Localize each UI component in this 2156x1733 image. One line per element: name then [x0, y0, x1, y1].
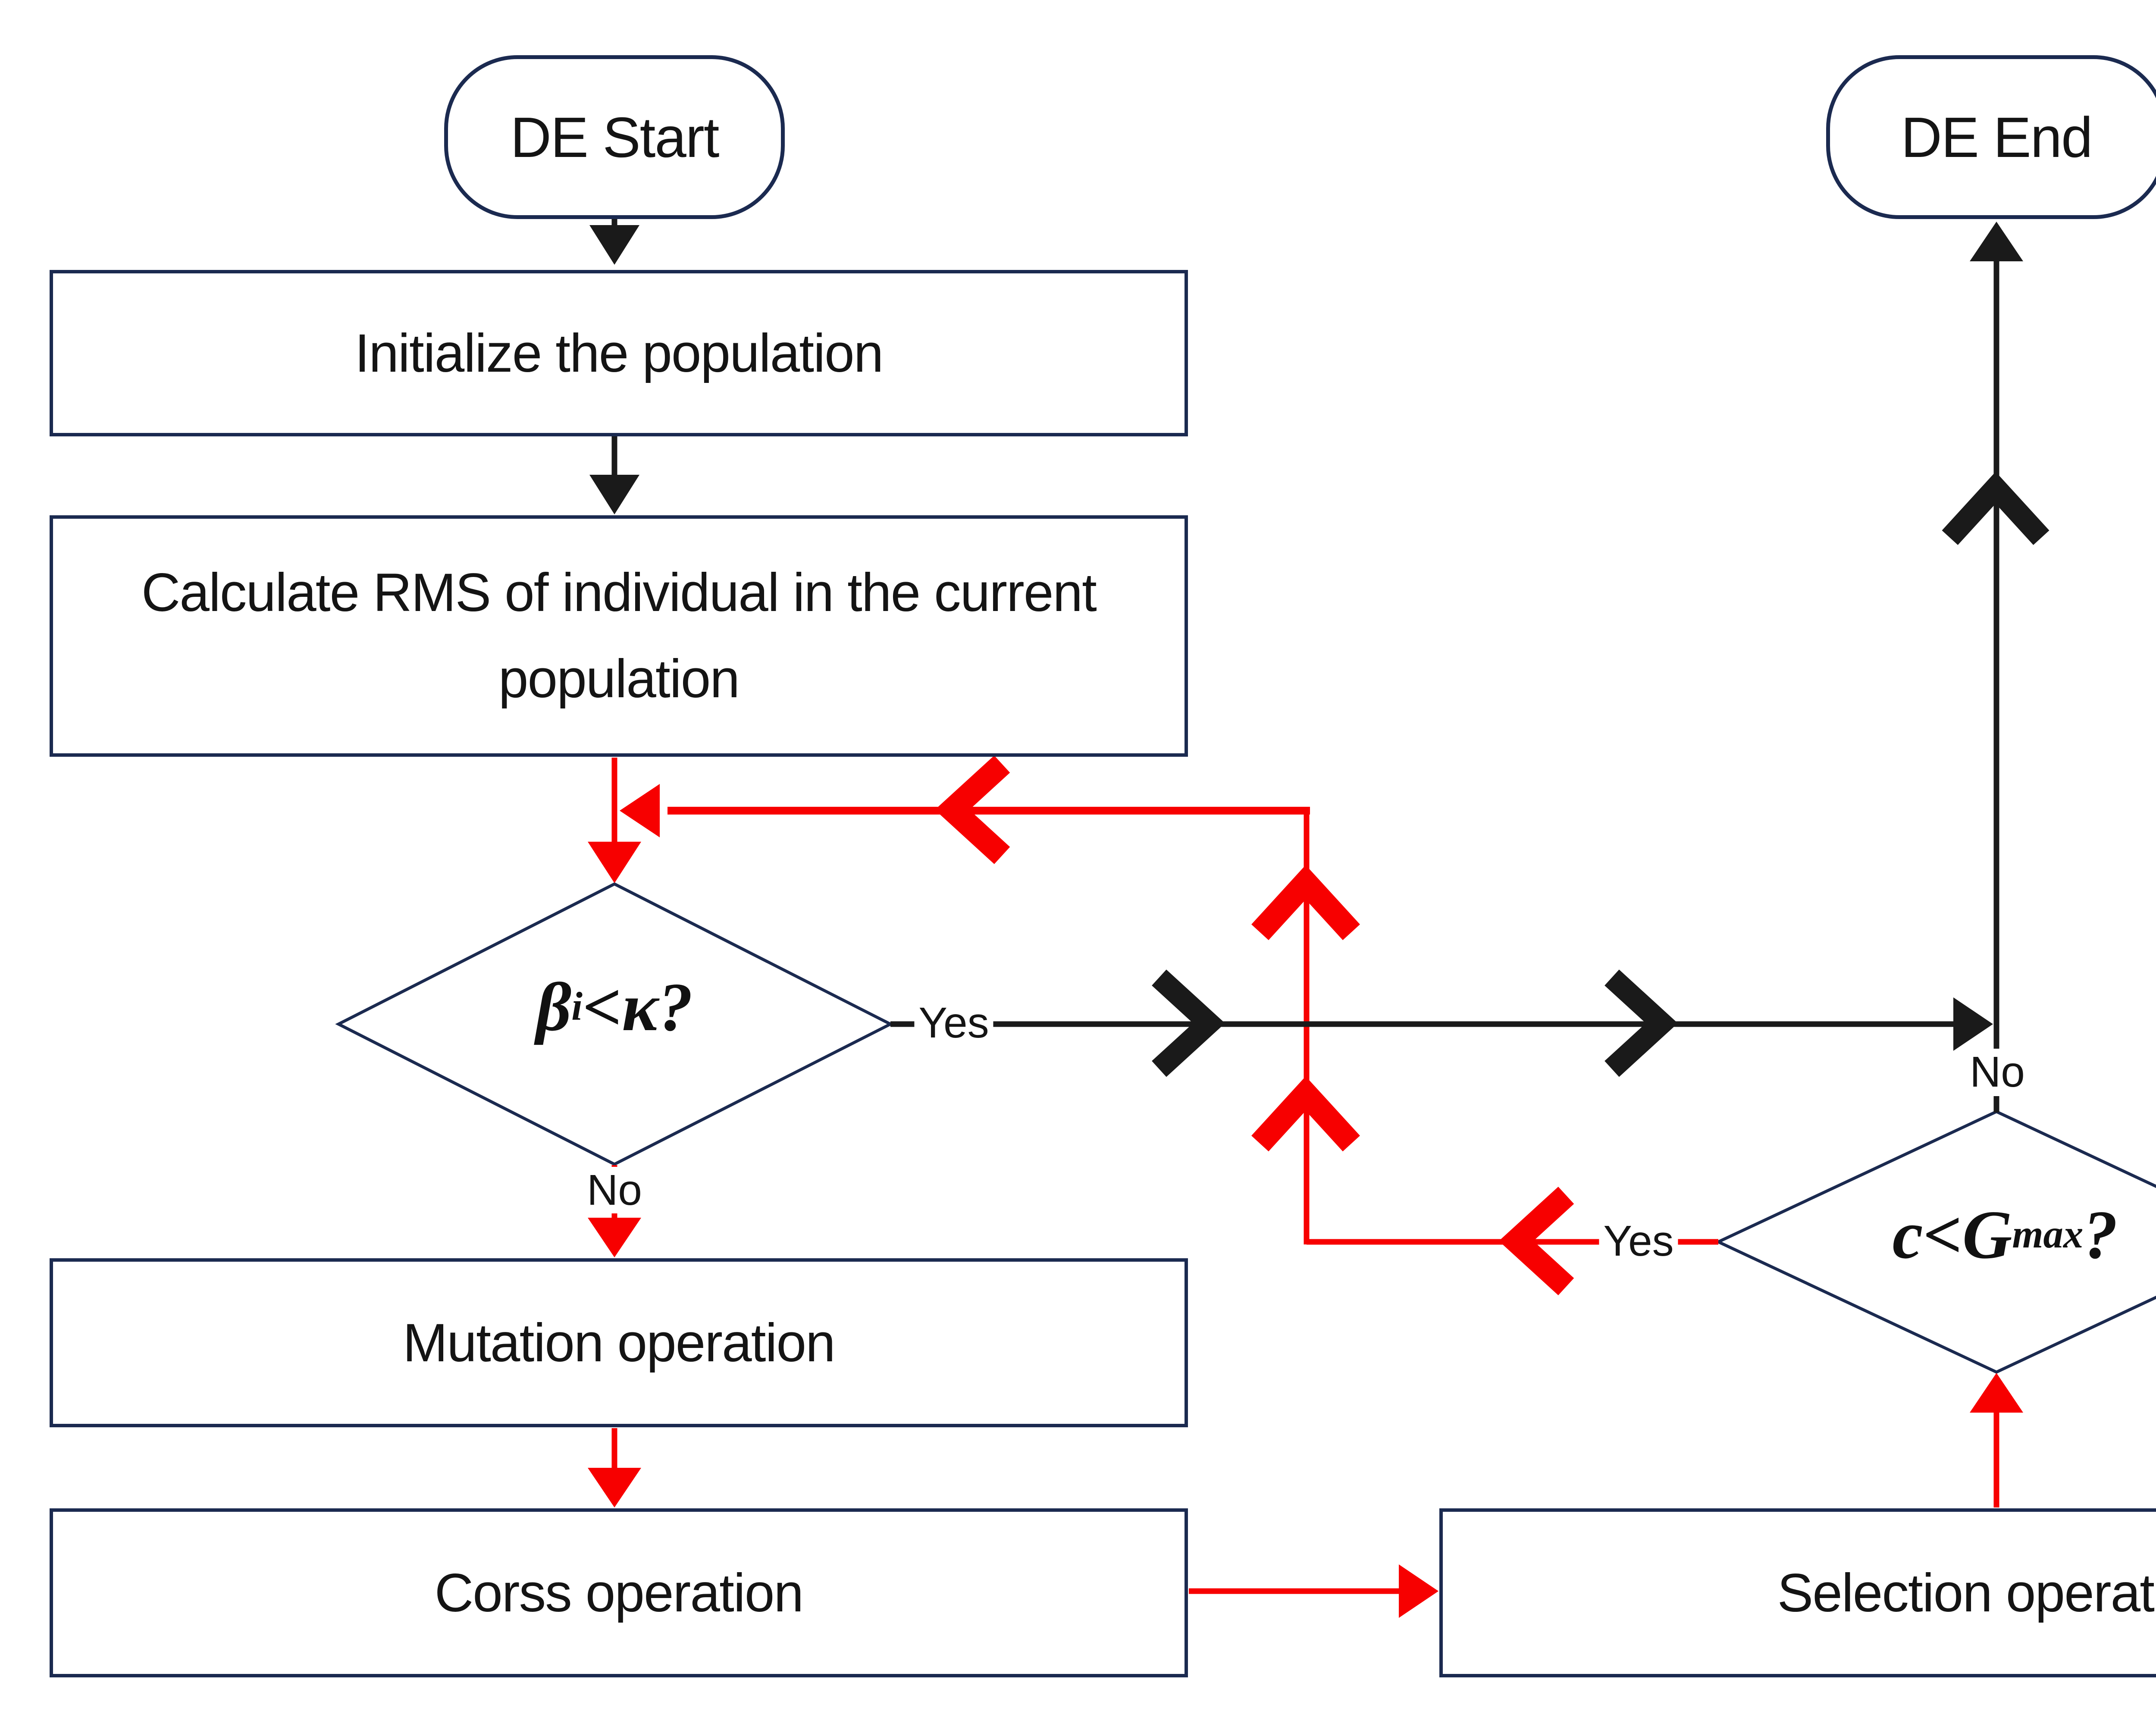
node-de-start: DE Start: [444, 55, 785, 219]
node-calculate: Calculate RMS of individual in the curre…: [50, 515, 1188, 757]
arrowhead-into-calculate: [589, 475, 639, 514]
arrowhead-into-gen-bottom: [1970, 1373, 2023, 1413]
node-de-start-label: DE Start: [510, 105, 720, 169]
arrowhead-into-end: [1970, 222, 2023, 261]
node-calculate-label: Calculate RMS of individual in the curre…: [141, 563, 1097, 709]
chevron-left-icon: [1498, 1187, 1574, 1295]
arrowhead-into-beta-top: [588, 842, 641, 883]
chevron-right-icon: [1152, 969, 1225, 1077]
arrowhead-loop-into-main: [620, 784, 660, 837]
node-cross: Corss operation: [50, 1508, 1188, 1677]
node-selection-label: Selection operation: [1777, 1563, 2156, 1623]
chevron-left-icon: [934, 755, 1010, 864]
gen-decision-diamond: [1714, 1110, 2156, 1374]
arrowhead-into-initialize: [589, 225, 639, 265]
edge-label-beta-no: No: [583, 1167, 646, 1213]
arrowhead-into-cross: [588, 1468, 641, 1507]
arrowhead-into-mutation: [588, 1218, 641, 1257]
black-flow-group: [589, 218, 2049, 1113]
node-initialize-label: Initialize the population: [354, 323, 884, 383]
arrowhead-yes-into-endline: [1953, 997, 1993, 1051]
node-de-end-label: DE End: [1901, 105, 2093, 169]
edge-label-gen-no: No: [1965, 1049, 2029, 1095]
edge-label-gen-yes: Yes: [1599, 1218, 1678, 1264]
node-mutation-label: Mutation operation: [403, 1313, 836, 1373]
edge-label-beta-yes: Yes: [914, 1000, 993, 1046]
chevron-up-icon: [1942, 471, 2049, 545]
chevron-up-icon: [1251, 865, 1360, 940]
node-initialize: Initialize the population: [50, 270, 1188, 436]
chevron-right-icon: [1604, 969, 1678, 1077]
node-de-end: DE End: [1826, 55, 2156, 219]
node-mutation: Mutation operation: [50, 1258, 1188, 1427]
red-flow-group: [588, 755, 2023, 1618]
chevron-up-icon: [1251, 1076, 1360, 1152]
arrowhead-into-selection: [1399, 1564, 1438, 1618]
node-selection: Selection operation: [1439, 1508, 2156, 1677]
node-cross-label: Corss operation: [434, 1563, 804, 1623]
beta-decision-diamond: [335, 882, 894, 1166]
